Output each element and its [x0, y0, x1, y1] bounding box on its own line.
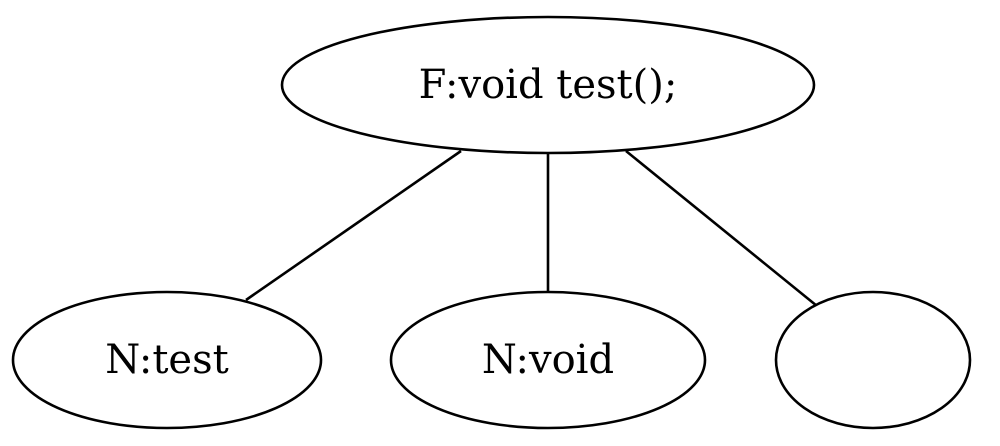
node-root-label: F:void test();	[419, 62, 678, 108]
node-n-test: N:test	[11, 290, 323, 430]
nodes-layer: F:void test(); N:test N:void	[11, 15, 972, 430]
node-n-void-label: N:void	[482, 337, 614, 383]
edges-layer	[245, 149, 818, 308]
node-empty	[774, 290, 972, 430]
node-root: F:void test();	[280, 15, 816, 155]
node-n-test-label: N:test	[105, 337, 228, 383]
edge-root-to-empty-node	[625, 149, 818, 308]
node-n-void: N:void	[389, 290, 707, 430]
edge-root-to-n-test	[245, 149, 462, 302]
